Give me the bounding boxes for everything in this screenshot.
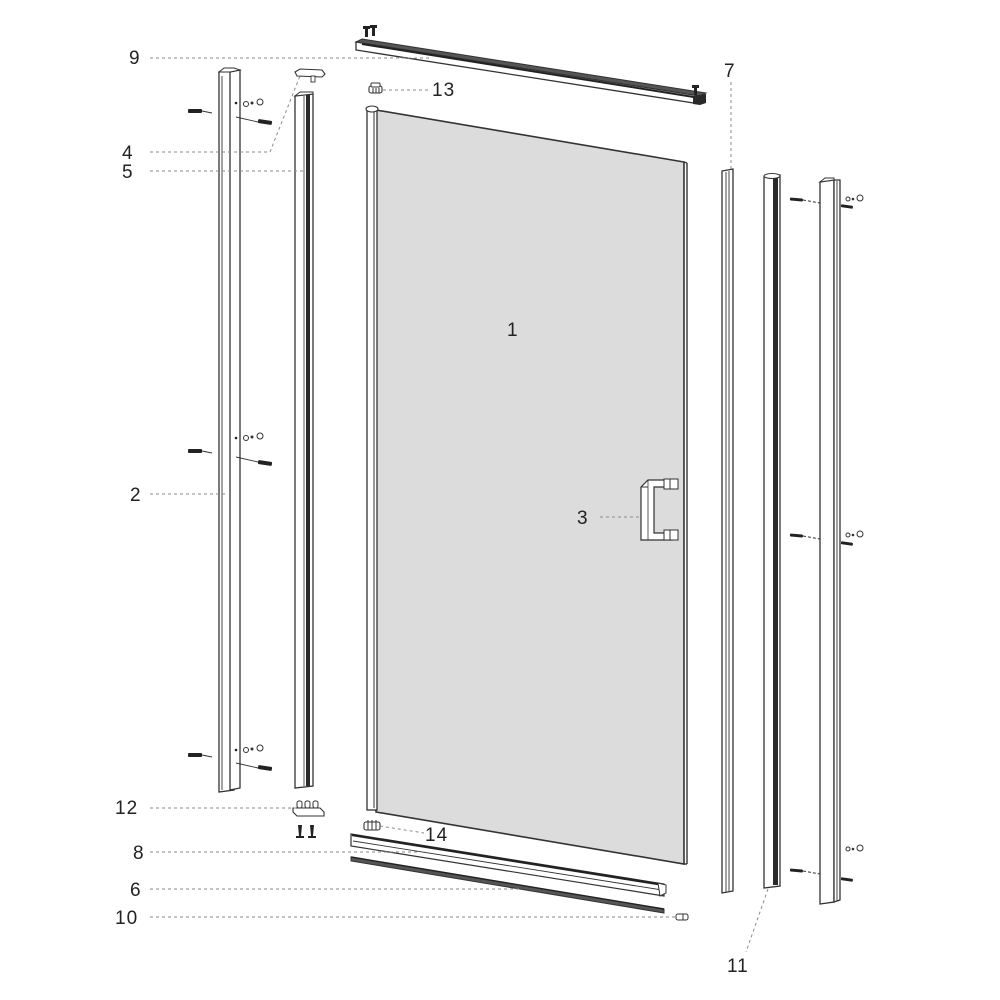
- part-3-handle: [640, 478, 679, 541]
- fixing-set-top: [789, 194, 864, 209]
- wall-fixings-right: [789, 194, 864, 882]
- callout-3: 3: [577, 508, 589, 529]
- callout-7: 7: [724, 61, 736, 82]
- leader-4: [150, 75, 301, 153]
- part-4-top-hinge-cap: [294, 68, 326, 83]
- part-8-threshold: [350, 833, 667, 897]
- screw-icon: [363, 25, 699, 95]
- callout-8: 8: [133, 843, 145, 864]
- fixing-set-top: [188, 98, 273, 125]
- part-7-seal-profile: [721, 168, 734, 894]
- callout-6: 6: [130, 880, 142, 901]
- fixing-set-middle: [188, 432, 273, 466]
- part-2-wall-profile-left: [217, 67, 242, 793]
- callout-12: 12: [115, 798, 138, 819]
- callout-14: 14: [425, 825, 448, 846]
- part-5-hinge-profile: [293, 91, 314, 789]
- callout-11: 11: [727, 956, 749, 977]
- callout-5: 5: [122, 162, 134, 183]
- fixing-set-bottom: [789, 844, 864, 882]
- leader-11: [745, 888, 769, 953]
- callout-2: 2: [130, 485, 142, 506]
- callout-10: 10: [115, 908, 138, 929]
- part-13-top-pivot: [368, 82, 383, 94]
- part-11-strike-profile: [763, 172, 781, 889]
- callout-4: 4: [122, 143, 134, 164]
- callout-1: 1: [507, 320, 519, 341]
- part-9-top-rail: [354, 25, 708, 105]
- fixing-set-middle: [789, 530, 864, 546]
- screw-icon: [296, 825, 316, 838]
- leader-lines: [150, 57, 769, 953]
- part-14-bottom-pivot: [363, 820, 381, 831]
- wall-profile-right: [818, 177, 841, 905]
- part-12-bottom-hinge-block: [292, 800, 325, 838]
- callout-labels: 1 2 3 4 5 6 7 8 9 10 11 12 13 14: [115, 48, 749, 977]
- callout-13: 13: [432, 80, 455, 101]
- part-6-bottom-seal: [350, 856, 665, 914]
- fixing-set-bottom: [188, 744, 273, 771]
- wall-fixings-left: [188, 98, 273, 771]
- part-10-end-cap: [675, 913, 689, 921]
- part-1-glass-panel: [365, 105, 688, 865]
- leader-14: [379, 825, 425, 834]
- callout-9: 9: [129, 48, 141, 69]
